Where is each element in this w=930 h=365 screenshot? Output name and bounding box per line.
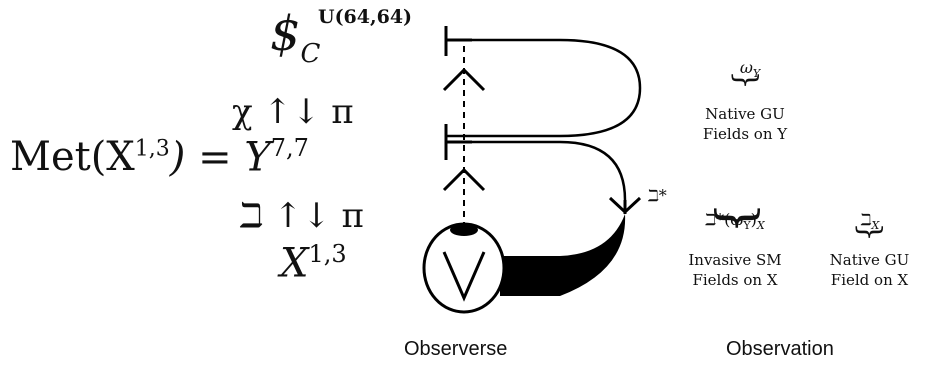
base-space-label: X1,3 bbox=[280, 240, 347, 287]
chimera-symbol: $ bbox=[270, 6, 301, 62]
chimera-bundle-label: $C bbox=[270, 6, 320, 69]
upper-chevron-icon bbox=[442, 67, 486, 92]
pullback-band bbox=[500, 214, 626, 296]
chimera-subscript: C bbox=[300, 39, 321, 69]
lower-chevron-icon bbox=[442, 167, 486, 192]
brace-icon: } bbox=[852, 222, 888, 242]
eye-pupil bbox=[450, 224, 478, 236]
met-y-superscript: 7,7 bbox=[270, 134, 309, 162]
caption-observation: Observation bbox=[726, 338, 834, 360]
brace-icon: } bbox=[709, 202, 768, 234]
native-gu-field-x: Native GU Field on X bbox=[829, 251, 910, 289]
omega-y-label: ωY bbox=[739, 58, 761, 81]
caption-observerse: Observerse bbox=[404, 338, 508, 360]
chimera-superscript: U(64,64) bbox=[318, 6, 413, 28]
relation-bottom: ℶ ↑↓ π bbox=[240, 196, 364, 236]
beth-x-label: ℶX bbox=[860, 210, 880, 233]
met-prefix: Met(X1,3 bbox=[10, 134, 170, 181]
lower-loop bbox=[446, 140, 627, 201]
brace-icon: } bbox=[728, 70, 764, 90]
native-fields-y: Native GU Fields on Y bbox=[702, 105, 788, 143]
invasive-sm-fields: Invasive SM Fields on X bbox=[688, 251, 782, 289]
pullback-label: ℶ* bbox=[648, 186, 667, 205]
metric-bundle-equation: Met(X1,3) = Y7,7 bbox=[10, 134, 309, 180]
eye-v-mark bbox=[442, 251, 486, 302]
upper-loop bbox=[446, 38, 642, 138]
met-equals-y: ) = Y bbox=[169, 134, 271, 181]
pullback-omega-label: ℶ*(ωY)X bbox=[705, 210, 765, 233]
relation-top: χ ↑↓ π bbox=[232, 92, 354, 132]
